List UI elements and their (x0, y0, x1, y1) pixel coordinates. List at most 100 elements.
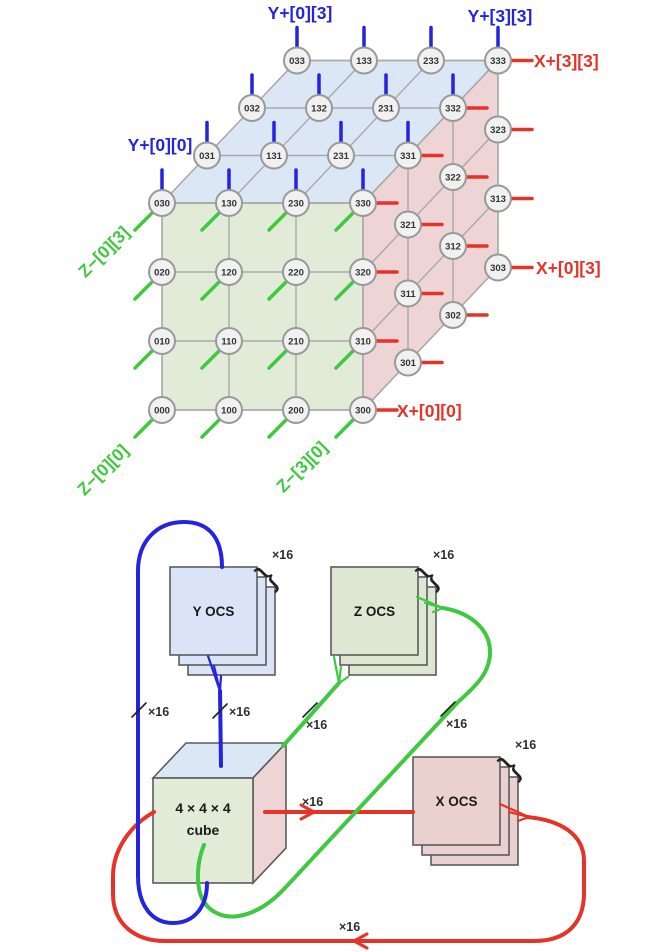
node-label: 030 (154, 199, 170, 210)
node-303 (484, 253, 512, 282)
bundle-tick (212, 703, 228, 719)
node-031 (193, 141, 221, 170)
z-ocs-multiplier: ×16 (433, 548, 454, 562)
zocs-fanout (423, 601, 445, 610)
link-zocs-to-cube-top (281, 681, 341, 748)
node-010 (148, 327, 176, 355)
z-port-stub (200, 211, 221, 232)
z-ocs-layer (330, 566, 419, 656)
node-131 (260, 141, 288, 170)
grid-line (362, 197, 499, 342)
node-233 (417, 46, 445, 75)
grid-line (362, 59, 499, 204)
axis-label-x: X+[3][3] (534, 51, 599, 71)
node-label: 220 (288, 268, 304, 279)
node-label: 020 (154, 268, 170, 279)
arrowhead-left (352, 932, 369, 950)
z-port-stub (200, 349, 221, 370)
node-323 (484, 115, 512, 144)
node-200 (282, 396, 310, 424)
node-label: 332 (445, 104, 461, 115)
z-port-stub (334, 418, 355, 439)
link-multiplier-red-bottom: ×16 (339, 920, 360, 934)
z-port-stub (267, 211, 288, 232)
node-label: 300 (355, 406, 371, 417)
node-333 (484, 46, 512, 75)
z-port-stub (133, 418, 154, 439)
link-multiplier-green-left: ×16 (306, 718, 327, 732)
z-port-stub (334, 211, 355, 232)
node-label: 130 (221, 199, 237, 210)
node-label: 210 (288, 337, 304, 348)
yocs-fanout (212, 664, 222, 693)
zocs-fanout (337, 665, 343, 685)
axis-label-z: Z−[0][0] (73, 440, 132, 499)
grid-line (228, 59, 365, 204)
node-313 (484, 184, 512, 213)
node-220 (282, 258, 310, 286)
z-port-stub (133, 211, 154, 232)
node-label: 000 (154, 406, 170, 417)
node-132 (305, 94, 333, 122)
node-label: 100 (221, 406, 237, 417)
node-302 (439, 301, 467, 329)
grid-line (161, 59, 298, 204)
node-232 (372, 94, 400, 122)
node-312 (439, 232, 467, 260)
axis-label-x: X+[0][0] (397, 401, 462, 421)
z-port-stub (133, 349, 154, 370)
node-label: 303 (490, 263, 506, 274)
cube-box-label: 4 × 4 × 4 (175, 800, 230, 816)
node-label: 321 (400, 220, 417, 231)
node-label: 313 (490, 194, 506, 205)
z-port-stub (267, 280, 288, 301)
bundle-tick (440, 701, 456, 717)
node-label: 033 (289, 56, 305, 67)
link-multiplier-red-mid: ×16 (302, 795, 323, 809)
zocs-fanout (332, 655, 341, 685)
link-yocs-loop-to-cube (136, 519, 224, 926)
node-310 (349, 327, 377, 355)
x-ocs-label: X OCS (435, 794, 477, 809)
axis-label-x: X+[0][3] (536, 258, 601, 278)
node-130 (215, 189, 243, 217)
node-label: 032 (244, 104, 260, 115)
node-label: 133 (356, 56, 372, 67)
link-zocs-loop-to-cube (195, 606, 493, 919)
node-label: 231 (378, 104, 395, 115)
link-multiplier-green-right: ×16 (446, 717, 467, 731)
node-100 (215, 396, 243, 424)
node-321 (394, 210, 422, 239)
z-port-stub (334, 349, 355, 370)
link-yocs-to-cube-top (218, 689, 223, 768)
z-port-stub (267, 349, 288, 370)
node-label: 331 (400, 151, 417, 162)
arrowhead-right (299, 803, 316, 821)
node-label: 322 (445, 173, 461, 184)
y-ocs-layer (169, 566, 258, 656)
node-label: 301 (400, 358, 417, 369)
cube-front-face (161, 202, 364, 411)
node-label: 233 (423, 56, 439, 67)
node-label: 330 (355, 199, 371, 210)
axis-label-z: Z−[3][0] (272, 437, 331, 496)
z-port-stub (267, 418, 288, 439)
z-port-stub (334, 280, 355, 301)
node-133 (350, 46, 378, 75)
node-322 (439, 163, 467, 191)
node-210 (282, 327, 310, 355)
node-label: 311 (400, 289, 416, 300)
node-331 (394, 141, 422, 170)
ocs-wiring-schematic: Y OCS}×16Z OCS}×16X OCS}×164 × 4 × 4cube… (111, 519, 586, 950)
link-multiplier-blue-left: ×16 (148, 705, 169, 719)
axis-label-y: Y+[3][3] (468, 6, 533, 26)
node-label: 302 (445, 311, 461, 322)
node-301 (394, 348, 422, 377)
x-ocs-layer (412, 756, 501, 846)
node-120 (215, 258, 243, 286)
node-320 (349, 258, 377, 286)
node-020 (148, 258, 176, 286)
